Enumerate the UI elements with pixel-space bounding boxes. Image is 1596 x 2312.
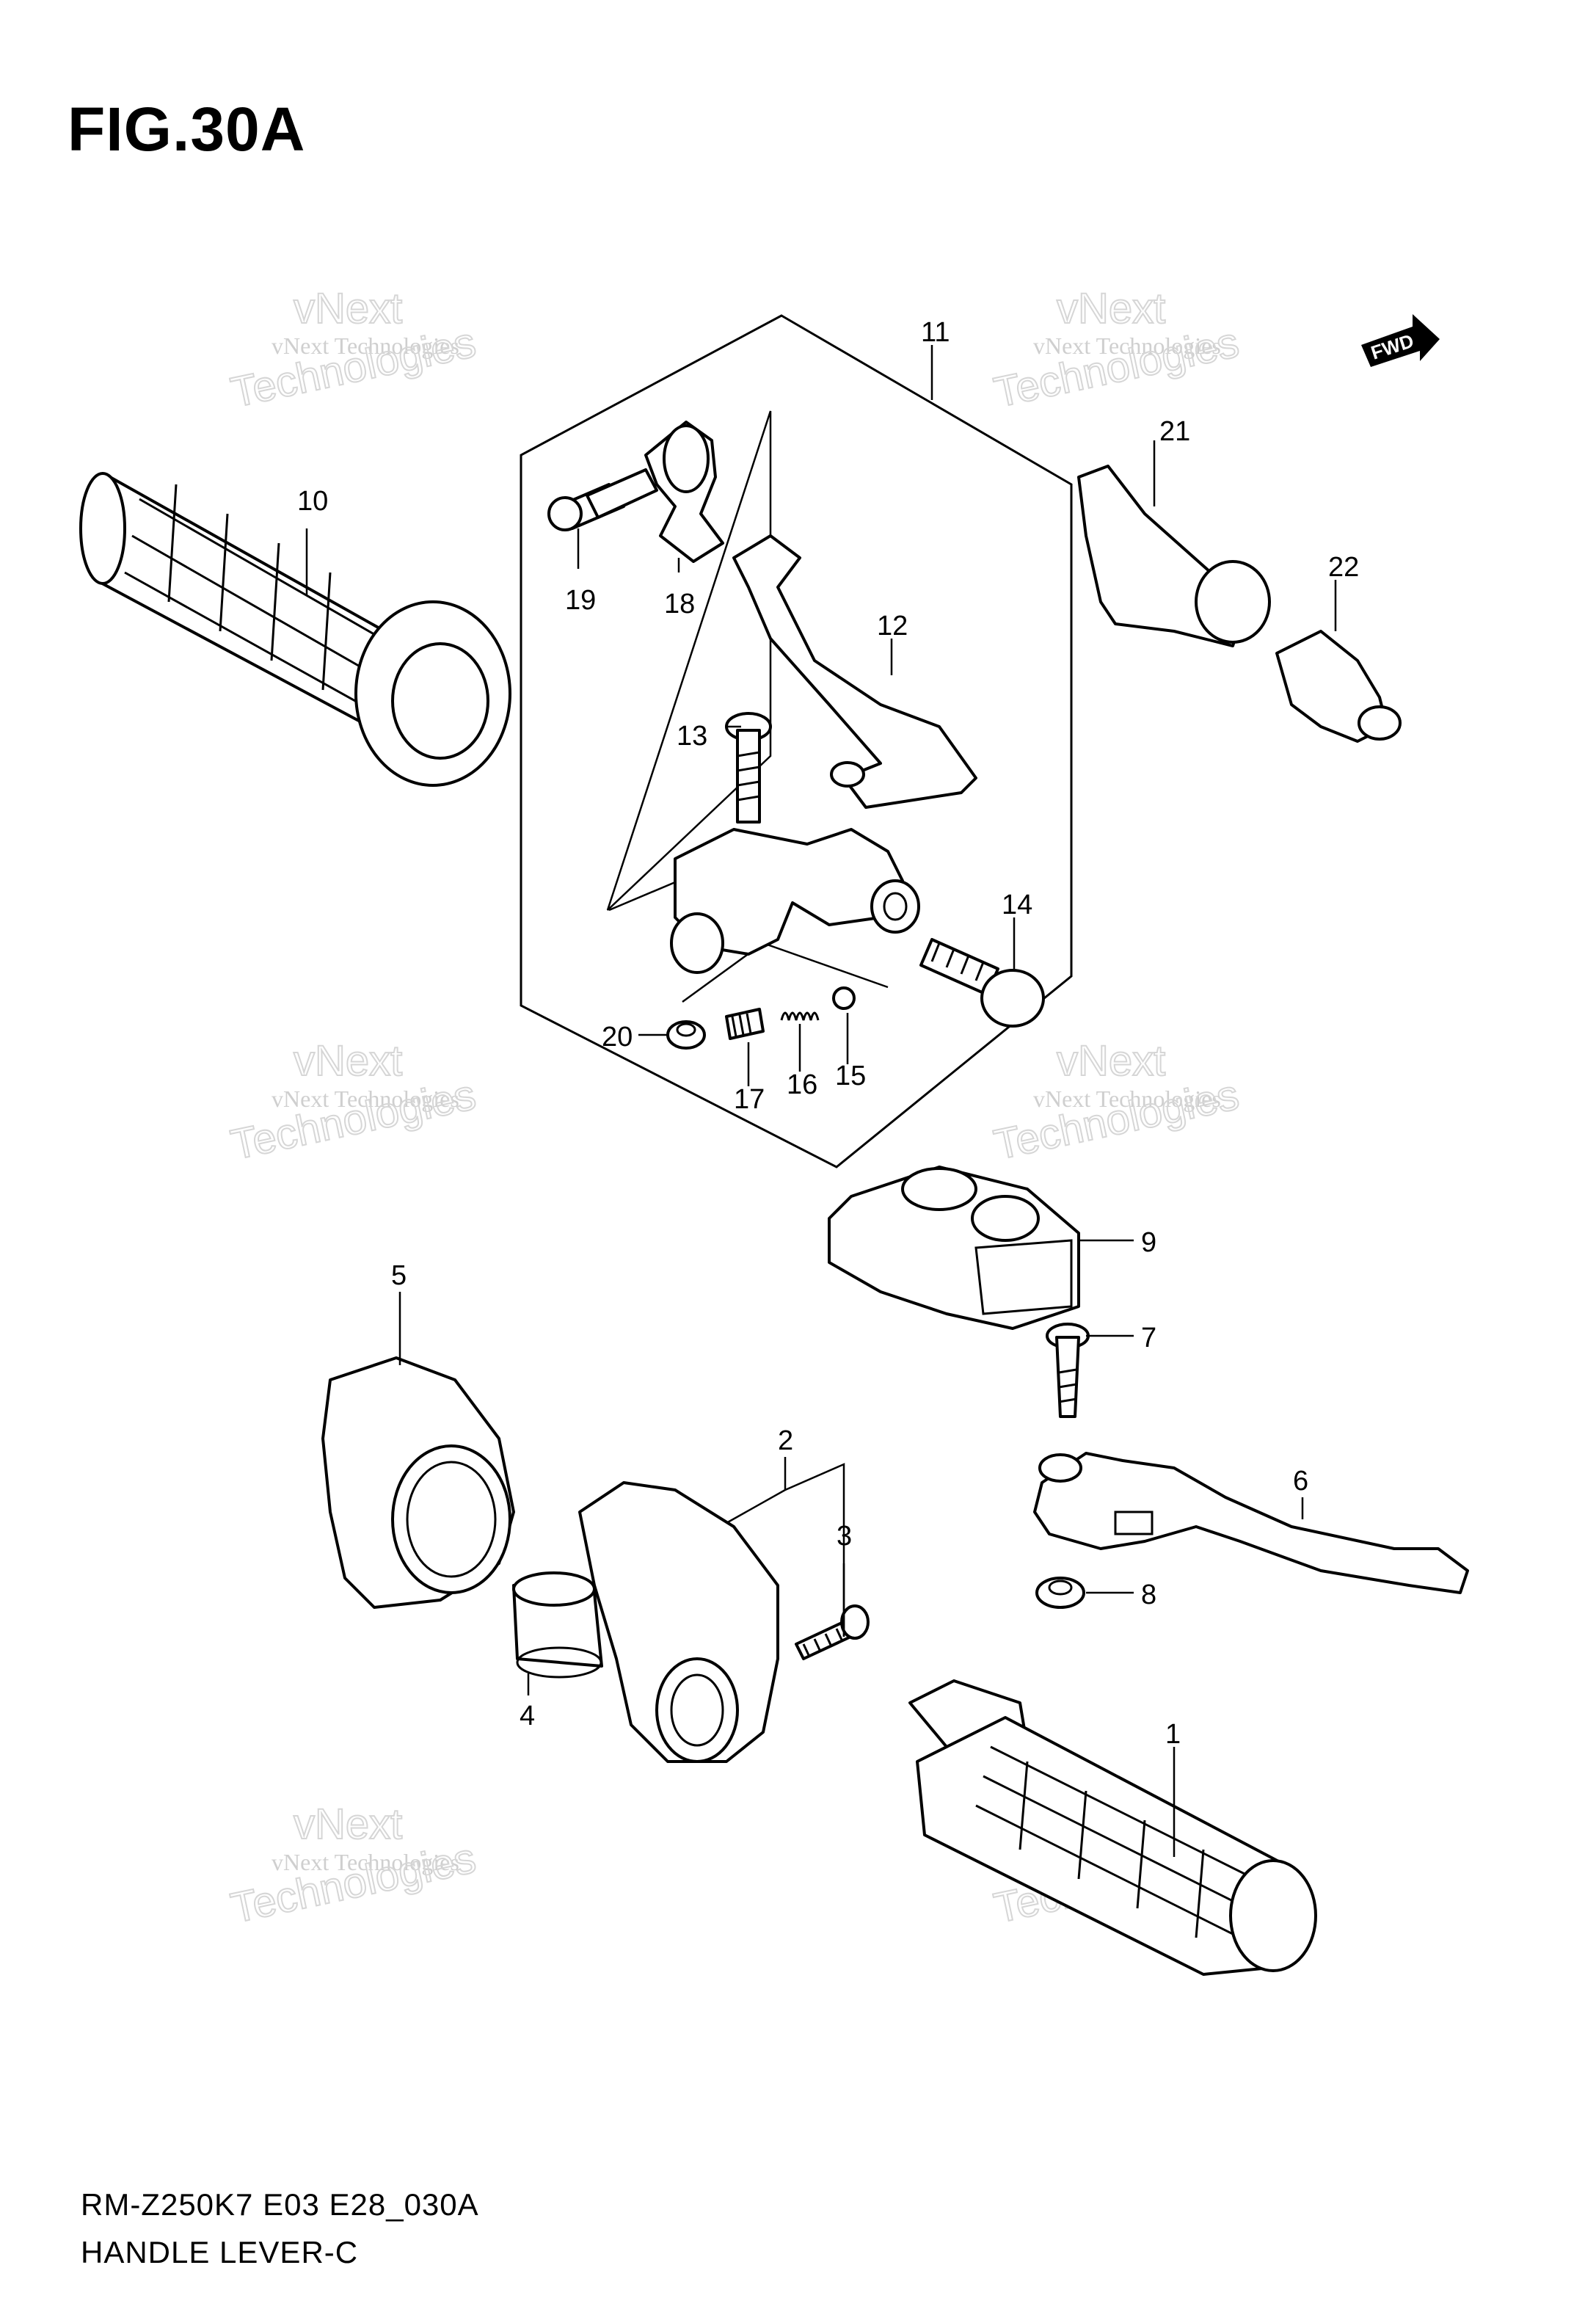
part-3-screw [795,1604,870,1660]
watermark-text: vNext [1057,1037,1165,1085]
part-22-adjuster [1275,630,1402,743]
callout-7: 7 [1141,1323,1156,1353]
part-9-housing [828,1166,1080,1330]
model-code: RM-Z250K7 E03 E28_030A [81,2187,479,2222]
callout-6: 6 [1293,1466,1308,1497]
callout-20: 20 [602,1022,633,1053]
fwd-arrow-icon: FWD [1361,314,1440,367]
leader-lines [305,345,1337,1857]
watermark-text: vNext [294,285,402,332]
part-6-lever [1033,1452,1469,1594]
watermark-text: vNext Technologies [1033,332,1221,359]
part-14-adjuster [919,938,1045,1028]
callout-labels: 10 11 21 22 19 18 12 13 14 20 17 16 15 9… [297,317,1359,1750]
part-1-right-grip [908,1679,1317,1976]
part-15-ball [832,986,856,1010]
callout-14: 14 [1002,890,1032,920]
callout-13: 13 [677,721,707,752]
part-16-spring [780,1011,820,1021]
part-4-collar [512,1571,603,1679]
watermark-text: vNext [294,1037,402,1085]
callout-8: 8 [1141,1579,1156,1610]
callout-15: 15 [835,1061,866,1091]
part-20-nut [666,1020,706,1050]
part-5-cover [321,1356,515,1609]
part-11-perch [670,828,920,974]
callout-4: 4 [520,1701,535,1731]
part-21-cover [1077,465,1271,647]
part-18-clamp [644,421,724,563]
part-12-lever [732,534,977,809]
callout-11: 11 [921,317,950,348]
watermark-mid-right: vNext vNext Technologies Technologies [989,1036,1244,1170]
watermark-top-right: vNext vNext Technologies Technologies [989,284,1244,418]
watermark-text: vNext Technologies [1033,1086,1221,1112]
watermark-text: vNext Technologies [272,332,459,359]
part-10-left-grip [79,472,511,787]
part-2-holder [578,1481,779,1763]
part-13-bolt [725,712,772,824]
callout-9: 9 [1141,1227,1156,1258]
part-19-bolt [547,468,658,531]
part-17-collar [725,1008,765,1040]
callout-22: 22 [1328,552,1359,583]
watermark-mid-left: vNext vNext Technologies Technologies [226,1036,481,1170]
part-7-bolt [1046,1323,1090,1418]
callout-5: 5 [391,1260,407,1291]
callout-3: 3 [837,1521,852,1552]
watermark-bottom-left: vNext vNext Technologies Technologies [226,1800,481,1933]
figure-caption: HANDLE LEVER-C [81,2235,359,2269]
callout-19: 19 [565,585,596,616]
callout-1: 1 [1165,1719,1181,1750]
callout-21: 21 [1159,416,1190,447]
callout-18: 18 [664,589,695,619]
callout-17: 17 [734,1084,765,1115]
part-8-nut [1035,1577,1085,1609]
watermark-text: vNext [1057,285,1165,332]
watermark-text: vNext [294,1800,402,1848]
callout-12: 12 [877,611,908,641]
callout-10: 10 [297,486,328,517]
watermark-text: vNext Technologies [272,1086,459,1112]
watermark-text: vNext Technologies [272,1849,459,1875]
figure-title: FIG.30A [68,95,306,164]
callout-2: 2 [778,1425,793,1456]
callout-16: 16 [787,1069,817,1100]
watermark-top-left: vNext vNext Technologies Technologies [226,284,481,418]
